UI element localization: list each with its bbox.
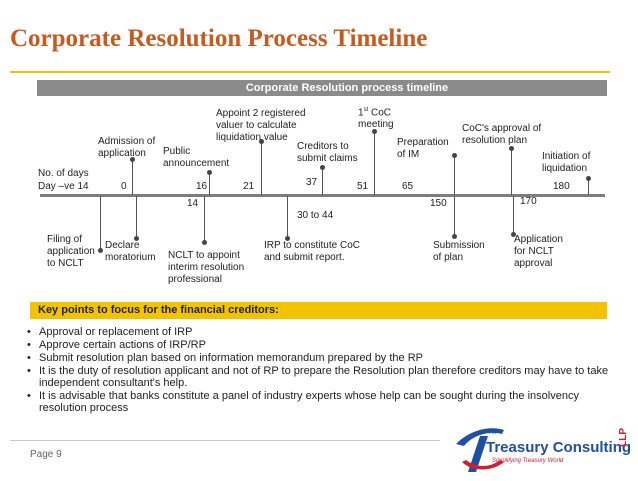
connector-declare: [136, 196, 137, 238]
tick-label-150: 150: [430, 198, 447, 209]
tick-label-0: 0: [121, 181, 127, 192]
key-point: It is the duty of resolution applicant a…: [25, 365, 615, 389]
connector-admission: [132, 159, 133, 195]
logo-tm: TM: [488, 430, 497, 436]
tick-label-30-44: 30 to 44: [297, 210, 334, 221]
tick-label-16: 16: [196, 181, 208, 192]
event-coc-approval: CoC's approval of resolution plan: [462, 123, 542, 146]
logo-llp: LLP: [618, 428, 630, 447]
logo-tagline: Simplifying Treasury World: [492, 458, 564, 464]
logo-mark-icon: [456, 428, 504, 472]
dot-application: [511, 232, 516, 237]
tick-label-65: 65: [402, 181, 414, 192]
days-label-2: Day –ve 14: [38, 181, 89, 192]
tick-label-170: 170: [520, 196, 537, 207]
dot-im: [452, 153, 457, 158]
key-point: Approval or replacement of IRP: [25, 326, 615, 338]
connector-creditors: [322, 167, 323, 195]
event-creditors-claims: Creditors to submit claims: [297, 141, 358, 164]
event-filing-nclt: Filing of application to NCLT: [47, 234, 95, 269]
connector-submission: [454, 196, 455, 236]
event-first-coc-meeting: 1st CoC meeting: [358, 107, 394, 131]
dot-liquidation: [586, 176, 591, 181]
event-nclt-appoint-irp: NCLT to appoint interim resolution profe…: [168, 250, 245, 285]
connector-approval: [511, 148, 512, 195]
tick-label-180: 180: [553, 181, 570, 192]
dot-nclt: [202, 240, 207, 245]
event-admission: Admission of application: [98, 136, 156, 159]
tick-label-21: 21: [243, 181, 255, 192]
event-declare-moratorium: Declare moratorium: [105, 240, 156, 263]
connector-im: [454, 155, 455, 195]
page-title: Corporate Resolution Process Timeline: [10, 25, 428, 52]
dot-coc: [372, 129, 377, 134]
dot-submission: [452, 234, 457, 239]
event-appoint-valuer: Appoint 2 registered valuer to calculate…: [216, 108, 306, 143]
connector-nclt: [204, 196, 205, 242]
logo-llp-text: LLP: [618, 428, 629, 447]
connector-liquidation: [588, 178, 589, 195]
connector-irp: [287, 196, 288, 238]
event-preparation-im: Preparation of IM: [397, 137, 449, 160]
timeline-header-text: Corporate Resolution process timeline: [245, 82, 449, 94]
event-irp-constitute-coc: IRP to constitute CoC and submit report.: [264, 240, 360, 263]
key-point: Approve certain actions of IRP/RP: [25, 339, 615, 351]
logo-brand: Treasury Consulting: [486, 439, 632, 456]
connector-filing: [100, 196, 101, 250]
dot-declare: [134, 236, 139, 241]
tick-label-37: 37: [306, 177, 318, 188]
event-application-nclt-approval: Application for NCLT approval: [514, 234, 563, 269]
tick-label-14: 14: [187, 198, 199, 209]
key-points-list: Approval or replacement of IRP Approve c…: [25, 326, 615, 415]
days-label-1: No. of days: [38, 168, 89, 179]
connector-valuer: [261, 141, 262, 195]
connector-public: [209, 172, 210, 195]
dot-approval: [509, 146, 514, 151]
connector-coc: [374, 131, 375, 195]
event-initiation-liquidation: Initiation of liquidation: [542, 151, 591, 174]
timeline-header-bar: Corporate Resolution process timeline: [37, 80, 607, 96]
event-public-announcement: Public announcement: [163, 146, 230, 169]
tick-label-51: 51: [357, 181, 369, 192]
treasury-consulting-logo: TM Treasury Consulting Simplifying Treas…: [452, 422, 632, 476]
key-points-header-bar: Key points to focus for the financial cr…: [30, 302, 607, 319]
title-divider: [10, 71, 610, 73]
dot-irp: [285, 236, 290, 241]
timeline-axis: [40, 194, 605, 197]
connector-application: [513, 196, 514, 234]
event-submission-plan: Submission of plan: [433, 240, 485, 263]
dot-admission: [130, 157, 135, 162]
dot-valuer: [259, 139, 264, 144]
dot-filing: [98, 248, 103, 253]
key-points-header: Key points to focus for the financial cr…: [38, 304, 279, 316]
key-point: It is advisable that banks constitute a …: [25, 390, 615, 414]
page-number: Page 9: [30, 449, 62, 460]
dot-public: [207, 170, 212, 175]
dot-creditors: [320, 165, 325, 170]
key-point: Submit resolution plan based on informat…: [25, 352, 615, 364]
footer-divider: [10, 440, 440, 441]
